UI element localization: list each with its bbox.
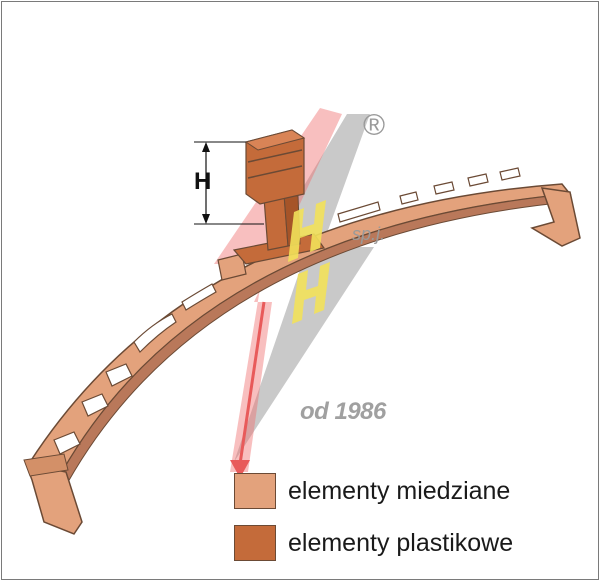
arc-slot <box>467 173 489 187</box>
lightning-arrow-line <box>238 301 266 465</box>
legend-item-plastic: elementy plastikowe <box>234 522 594 564</box>
copper-arc-left-clip <box>23 453 69 477</box>
legend-swatch-copper <box>234 473 276 509</box>
logo-letter-top <box>288 200 326 262</box>
legend: elementy miedziane elementy plastikowe <box>234 470 594 574</box>
arc-slot <box>133 313 177 353</box>
plastic-holder-groove <box>247 165 303 179</box>
arc-slot <box>499 167 521 181</box>
arc-slot <box>181 283 217 311</box>
arc-slot <box>81 393 109 417</box>
legend-swatch-plastic <box>234 525 276 561</box>
arc-slot <box>337 201 381 223</box>
copper-arc-right-tab <box>530 187 581 247</box>
dimension-label-h: H <box>194 168 212 195</box>
plastic-holder-groove <box>247 149 303 163</box>
copper-clip-middle <box>217 253 247 281</box>
dimension-arrow-top <box>202 142 210 152</box>
legend-item-copper: elementy miedziane <box>234 470 594 512</box>
watermark-company-suffix: sp.j. <box>352 224 386 244</box>
watermark-since-year: od 1986 <box>300 398 386 425</box>
registered-trademark-symbol: ® <box>363 109 386 142</box>
arc-slot <box>399 191 419 205</box>
plastic-holder-top-face <box>244 129 306 151</box>
legend-label-plastic: elementy plastikowe <box>288 528 514 557</box>
arc-slot <box>433 181 455 195</box>
lightning-arrow-head <box>230 460 250 478</box>
arc-slots <box>53 167 521 455</box>
legend-label-copper: elementy miedziane <box>288 476 511 505</box>
arc-slot <box>105 363 133 387</box>
arc-slot <box>53 431 81 455</box>
lightning-bolt-red <box>214 108 342 472</box>
dimension-arrow-bottom <box>202 214 210 224</box>
logo-letter-bottom <box>292 262 330 324</box>
copper-arc-left-tab <box>24 462 83 535</box>
